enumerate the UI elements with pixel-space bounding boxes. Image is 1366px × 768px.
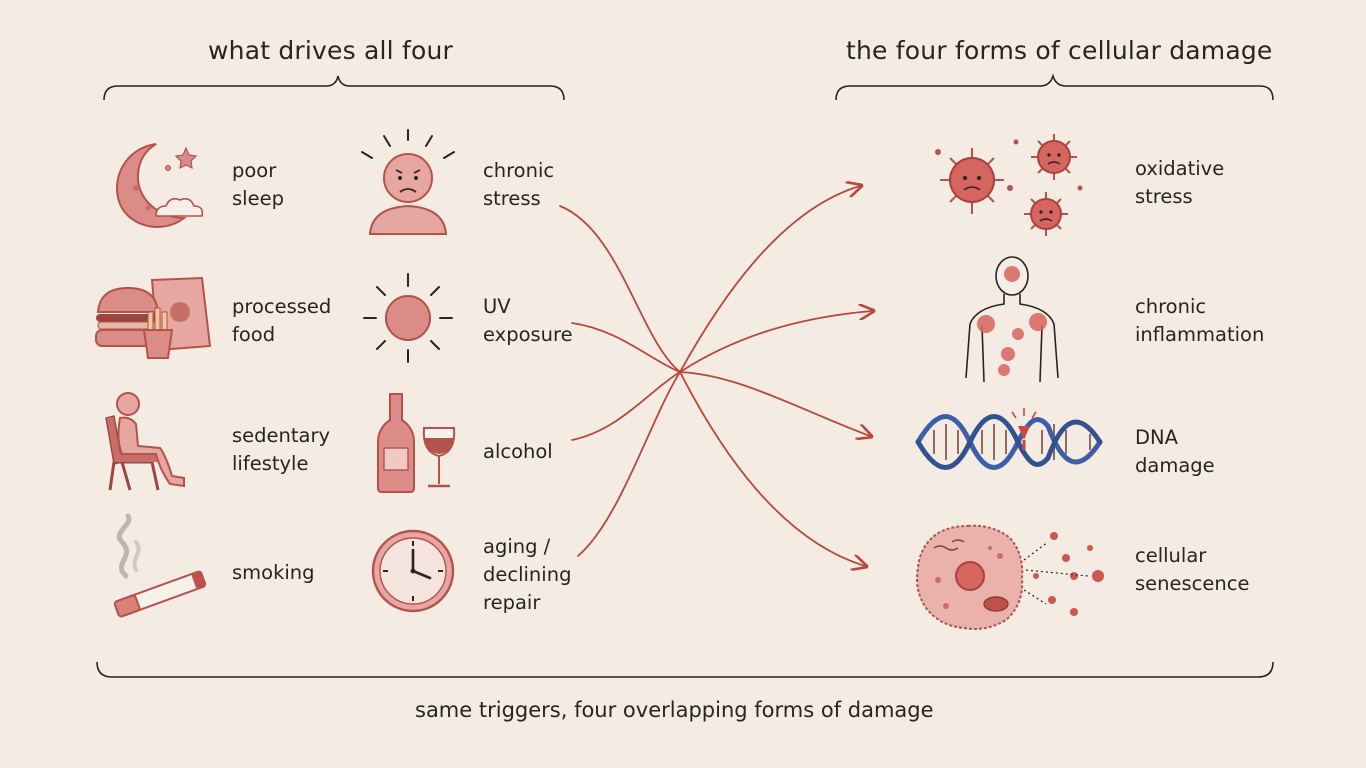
clock-icon [371,529,455,613]
arrow-from-uv [571,322,681,373]
left-heading: what drives all four [208,36,453,65]
wine-bottle-glass-icon [377,393,456,493]
sitting-person-icon [105,392,185,491]
right-heading-brace [835,73,1274,101]
arrow-to-senescence [679,371,865,566]
damage-label-dna-damage: DNA damage [1135,426,1215,477]
trigger-label-alcohol: alcohol [483,440,553,463]
arrow-to-inflammation [679,311,872,373]
footer-brace [96,661,1274,678]
trigger-label-aging: aging / declining repair [483,535,572,614]
trigger-label-poor-sleep: poor sleep [232,159,284,210]
footer-caption: same triggers, four overlapping forms of… [415,698,934,722]
left-heading-brace [103,75,565,101]
stressed-person-icon [361,129,455,235]
arrow-to-dna [679,371,870,436]
right-heading: the four forms of cellular damage [846,36,1273,65]
trigger-label-chronic-stress: chronic stress [483,159,555,210]
trigger-label-smoking: smoking [232,561,315,584]
arrow-to-oxidative [679,186,860,373]
damage-label-oxidative-stress: oxidative stress [1135,157,1225,208]
trigger-label-processed-food: processed food [232,295,332,346]
trigger-label-uv-exposure: UV exposure [483,295,573,346]
free-radicals-icon [935,134,1083,236]
dna-helix-icon [915,408,1103,470]
sun-icon [363,273,453,363]
arrow-from-alcohol [571,371,681,441]
moon-icon [116,143,204,228]
inflamed-body-icon [965,256,1059,383]
damage-label-chronic-inflammation: chronic inflammation [1135,295,1265,346]
arrow-from-aging [577,371,681,557]
arrow-from-stress [559,205,681,373]
damage-label-cellular-senescence: cellular senescence [1135,544,1250,595]
cigarette-icon [113,513,207,618]
burger-fries-icon [95,276,212,359]
trigger-label-sedentary-lifestyle: sedentary lifestyle [232,424,331,475]
senescent-cell-icon [916,524,1104,630]
